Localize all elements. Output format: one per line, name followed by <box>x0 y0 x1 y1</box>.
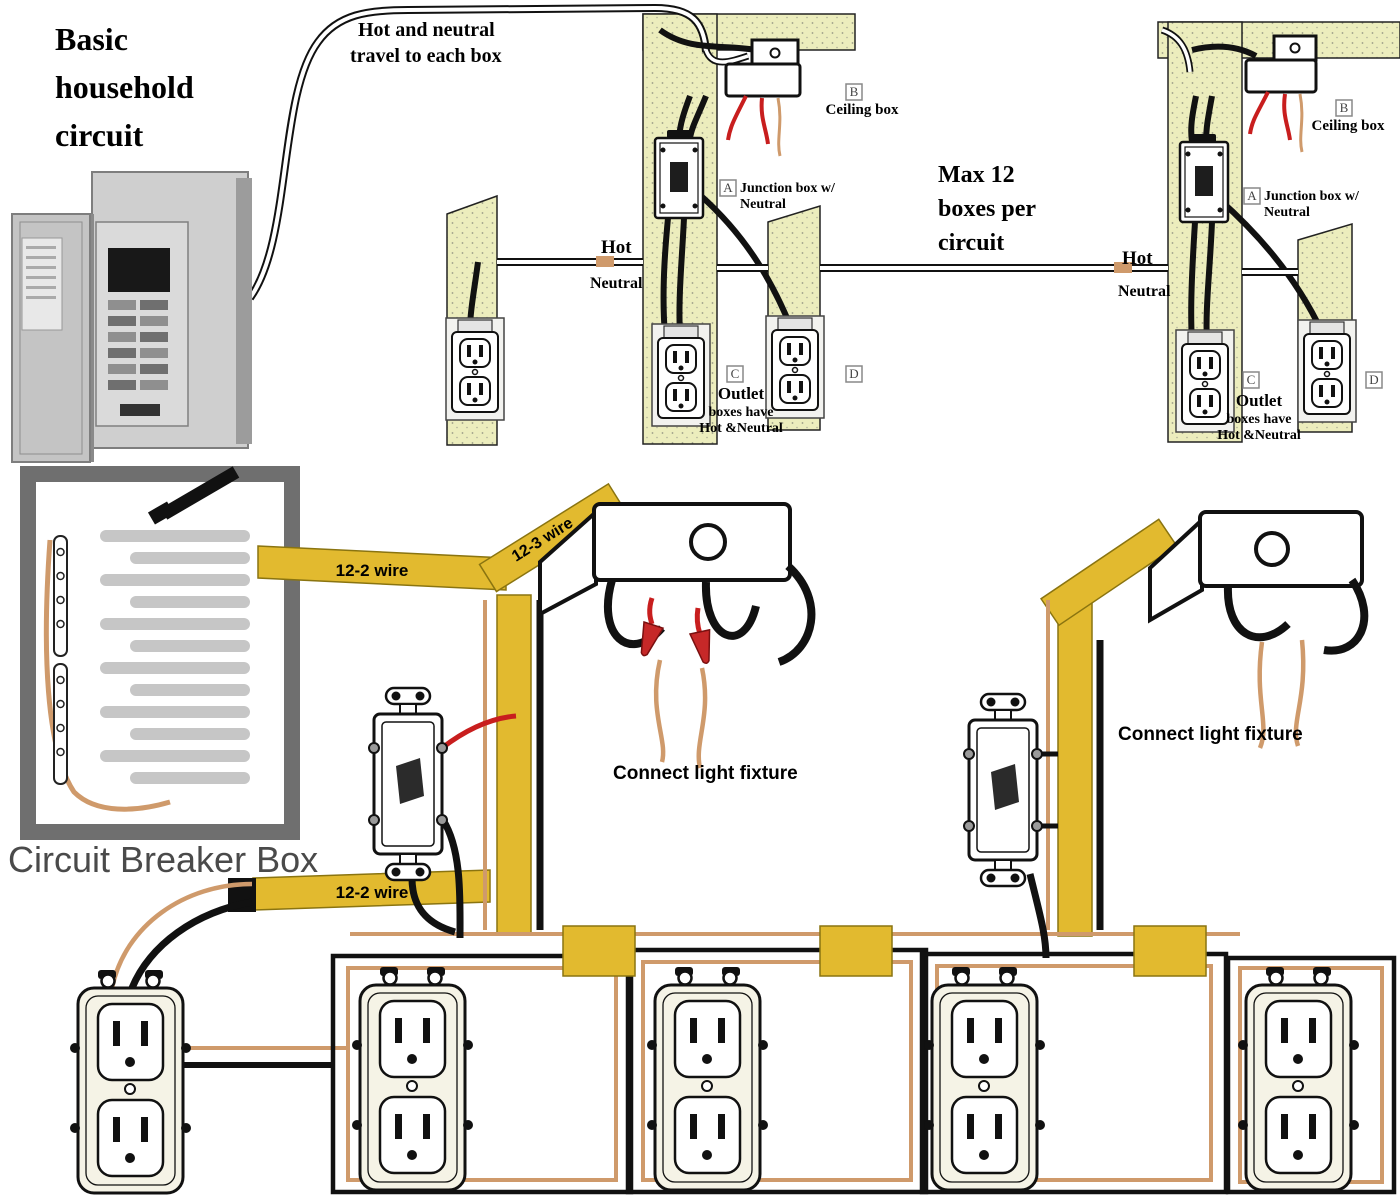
diagram-title-line: Basic <box>55 21 128 57</box>
cross-cable <box>820 262 1168 273</box>
tag-c: C <box>1242 371 1260 389</box>
outlet-box <box>445 317 505 421</box>
connect-fixture-label: Connect light fixture <box>613 763 798 784</box>
junction-box-label-line: Junction box w/ <box>740 181 836 196</box>
receptacle-3 <box>645 965 770 1192</box>
receptacle-5 <box>1236 965 1361 1192</box>
tag-b: B <box>845 83 863 101</box>
tag-a: A <box>1243 187 1261 205</box>
junction-box-device <box>653 128 705 220</box>
max-note-line: circuit <box>938 230 1004 256</box>
ceiling-box <box>724 38 802 98</box>
svg-text:B: B <box>1340 100 1349 115</box>
ceiling-box <box>1244 34 1318 94</box>
hot-label: Hot <box>1122 248 1153 269</box>
max-note-line: boxes per <box>938 196 1036 222</box>
tag-b: B <box>1335 99 1353 117</box>
wall-switch-2 <box>962 692 1044 888</box>
svg-text:C: C <box>731 366 740 381</box>
outlet-note-line: Hot &Neutral <box>699 421 783 436</box>
tag-a: A <box>719 179 737 197</box>
right-wall-group <box>1160 26 1357 433</box>
junction-box-label-line: Neutral <box>1264 205 1310 220</box>
receptacle-1 <box>68 968 193 1195</box>
svg-text:A: A <box>723 180 733 195</box>
cable-sleeves <box>562 925 1207 977</box>
junction-box-label-line: Neutral <box>740 197 786 212</box>
hot-label: Hot <box>601 237 632 258</box>
junction-box-device <box>1178 132 1230 224</box>
travel-note-line: travel to each box <box>350 45 502 67</box>
breaker-box-caption: Circuit Breaker Box <box>8 839 318 880</box>
svg-text:A: A <box>1247 188 1257 203</box>
receptacle-2 <box>350 965 475 1192</box>
travel-note-line: Hot and neutral <box>358 19 495 41</box>
svg-text:C: C <box>1247 372 1256 387</box>
wire-12-2-label: 12-2 wire <box>336 561 409 580</box>
circuit-breaker-box <box>20 466 300 840</box>
junction-box-label-line: Junction box w/ <box>1264 189 1360 204</box>
neutral-label: Neutral <box>1118 283 1171 300</box>
outlet-note-line: Hot &Neutral <box>1217 428 1301 443</box>
neutral-label: Neutral <box>590 275 643 292</box>
tag-d: D <box>845 365 863 383</box>
svg-text:D: D <box>1369 372 1378 387</box>
diagram-title-line: household <box>55 69 194 105</box>
svg-text:B: B <box>850 84 859 99</box>
wire-nut <box>689 629 717 667</box>
nm-cable-yellow <box>252 482 1178 937</box>
outlet-box <box>765 315 825 419</box>
wire-12-2-label: 12-2 wire <box>336 883 409 902</box>
outlet-box <box>651 323 711 427</box>
outlet-note-line: Outlet <box>718 384 765 403</box>
receptacle-4 <box>922 965 1047 1192</box>
feed-cable <box>246 3 710 301</box>
tag-d: D <box>1365 371 1383 389</box>
outlet-note-line: boxes have <box>709 405 774 420</box>
ceiling-box-label: Ceiling box <box>1312 118 1385 134</box>
labels: Basic household circuit Hot and neutral … <box>8 19 1385 902</box>
light-fixture-box-1 <box>538 502 816 769</box>
outlet-note-line: Outlet <box>1236 391 1283 410</box>
ceiling-box-label: Ceiling box <box>826 102 899 118</box>
diagram-title-line: circuit <box>55 117 144 153</box>
outlet-box <box>1297 319 1357 423</box>
breaker-panel-photo <box>11 171 252 463</box>
connect-fixture-label: Connect light fixture <box>1118 724 1303 745</box>
left-wall-group <box>445 27 825 427</box>
wall-switch-1 <box>367 686 449 882</box>
light-fixture-box-2 <box>1148 510 1369 749</box>
tag-c: C <box>726 365 744 383</box>
max-note-line: Max 12 <box>938 162 1015 188</box>
svg-text:D: D <box>849 366 858 381</box>
outlet-box <box>1175 329 1235 433</box>
outlet-note-line: boxes have <box>1227 412 1292 427</box>
